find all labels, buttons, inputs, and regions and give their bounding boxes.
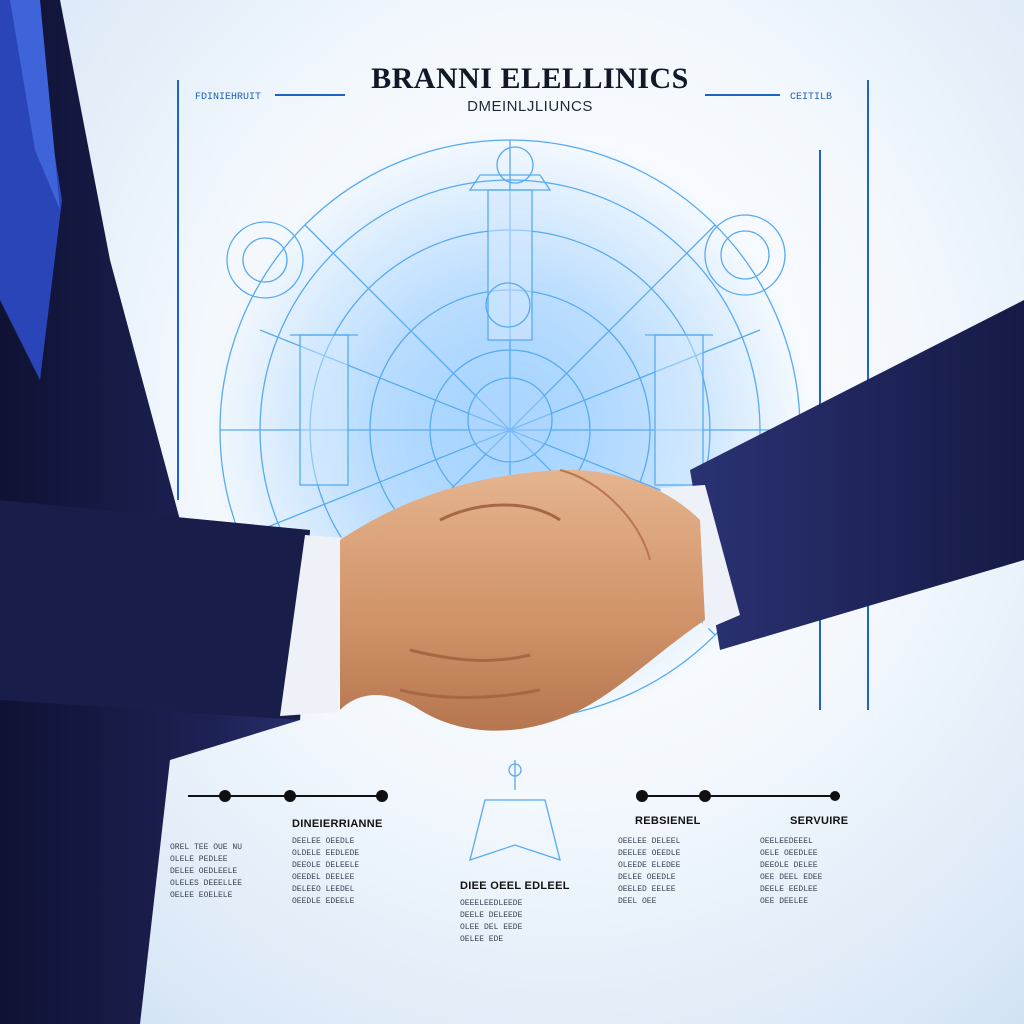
info-line: OLEE DEL EEDE: [460, 923, 523, 932]
corner-tag-top-right: CEITILB: [790, 92, 833, 103]
headline: BRANNI ELELLINICS: [371, 62, 689, 95]
info-line: OLDELE EEDLEDE: [292, 849, 360, 858]
info-line: OLELES DEEELLEE: [170, 879, 243, 888]
info-line: DEELEE OEEDLE: [292, 837, 355, 846]
info-line: DEEOLE DELEELE: [292, 861, 360, 870]
info-column-2-title: DINEIERRIANNE: [292, 818, 383, 830]
info-line: OEEDLE EDEELE: [292, 897, 355, 906]
info-column-5: OEELEEDEEEL OELE OEEDLEE DEEOLE DELEE OE…: [760, 836, 822, 908]
info-column-3: OEEELEEDLEEDE DEELE DELEEDE OLEE DEL EED…: [460, 898, 522, 946]
info-line: DELEE OEEDLE: [618, 873, 676, 882]
info-line: DEEOLE DELEE: [760, 861, 818, 870]
info-line: OEE DEEL EDEE: [760, 873, 823, 882]
info-line: OLEEDE ELEDEE: [618, 861, 681, 870]
info-column-2: DEELEE OEEDLE OLDELE EEDLEDE DEEOLE DELE…: [292, 836, 359, 908]
info-line: OEE DEELEE: [760, 897, 809, 906]
info-line: DEEL OEE: [618, 897, 657, 906]
info-line: DELEEO LEEDEL: [292, 885, 355, 894]
subheadline: DMEINLJLIUNCS: [467, 98, 593, 115]
handshake: [340, 469, 705, 731]
info-column-5-title: SERVUIRE: [790, 815, 849, 827]
info-line: DEELE DELEEDE: [460, 911, 523, 920]
info-line: OREL TEE OUE NU: [170, 843, 243, 852]
info-column-4: OEELEE DELEEL DEELEE OEEDLE OLEEDE ELEDE…: [618, 836, 680, 908]
info-line: OELE OEEDLEE: [760, 849, 818, 858]
info-line: DEELEE OEEDLE: [618, 849, 681, 858]
info-column-4-title: REBSIENEL: [635, 815, 701, 827]
info-line: OEELEEDEEEL: [760, 837, 813, 846]
info-line: OEEELEEDLEEDE: [460, 899, 523, 908]
timeline-bars: [188, 790, 840, 802]
info-line: OELEE EDE: [460, 935, 504, 944]
info-line: OEELED EELEE: [618, 885, 676, 894]
left-businessman: [0, 0, 345, 1024]
info-line: DELEE OEDLEELE: [170, 867, 238, 876]
info-line: OELEE EOELELE: [170, 891, 233, 900]
info-line: OEEDEL DEELEE: [292, 873, 355, 882]
corner-tag-top-left: FDINIEHRUIT: [195, 92, 262, 103]
info-line: OLELE PEDLEE: [170, 855, 228, 864]
info-column-1: OREL TEE OUE NU OLELE PEDLEE DELEE OEDLE…: [170, 842, 242, 902]
info-column-3-title: DIEE OEEL EDLEEL: [460, 880, 570, 892]
info-line: OEELEE DELEEL: [618, 837, 681, 846]
info-line: DEELE EEDLEE: [760, 885, 818, 894]
